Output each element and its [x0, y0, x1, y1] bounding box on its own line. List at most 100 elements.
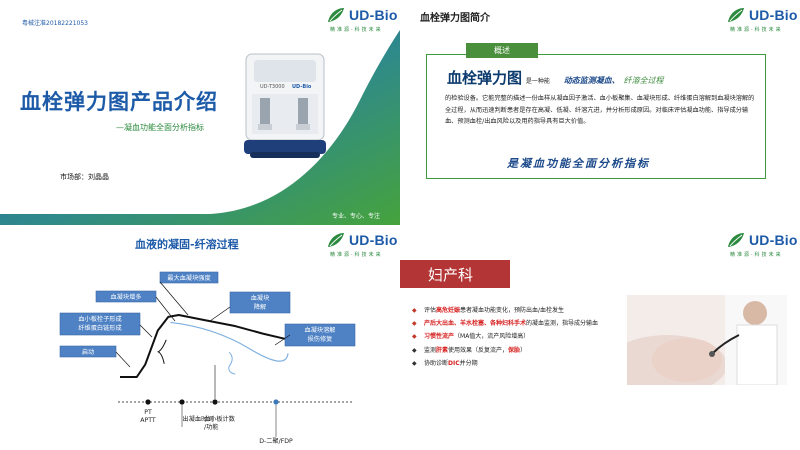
timeline-label-pt: PT — [144, 409, 152, 416]
application-item: ◆ 协助诊断DIC并分期 — [412, 357, 644, 370]
leaf-logo-icon — [728, 8, 744, 22]
connector-line — [159, 281, 189, 316]
timeline-marker-ddimer — [273, 399, 279, 405]
overview-body-text: 的检验设备。它能完整的描述一份血样从凝血因子激活、血小板聚集、血凝块形成、纤维蛋… — [445, 95, 755, 125]
connector-line — [115, 351, 131, 368]
application-item: ◆ 评估高危妊娠患者凝血功能变化，预防出血/血栓发生 — [412, 304, 644, 317]
application-item-text: 患者凝血功能变化，预防出血/血栓发生 — [460, 307, 565, 314]
process-box-max — [159, 271, 219, 284]
slide-title: 血栓弹力图简介 — [420, 13, 490, 24]
slide-tec-overview: 血栓弹力图简介 UD-Bio 精准源·科技未来 血栓弹力图 是一种能 动态监测凝… — [400, 0, 800, 225]
overview-heading-emphasis2: 纤溶全过程 — [623, 76, 664, 85]
application-item-text: DIC — [448, 359, 460, 367]
application-item: ◆产后大出血、羊水栓塞、各种妇科手术的凝血监测，指导成分输血 — [412, 317, 644, 330]
application-item-text: 评估 — [424, 307, 437, 314]
logo-text: UD-Bio — [349, 7, 398, 23]
logo-subtext: 精准源·科技未来 — [730, 252, 783, 258]
logo-subtext: 精准源·科技未来 — [730, 27, 783, 33]
section-banner-label: 妇产科 — [428, 266, 474, 284]
connector-line — [139, 324, 153, 338]
connector-line — [155, 296, 176, 322]
process-box-fib — [59, 312, 141, 336]
slide-coagulation-process: 血液的凝固-纤溶过程 UD-Bio 精准源·科技未来 最大血凝块强度血凝块增多血… — [0, 225, 400, 450]
application-item-text: 高危妊娠 — [436, 307, 461, 314]
overview-heading: 血栓弹力图 是一种能 动态监测凝血、 纤溶全过程 — [447, 67, 664, 88]
timeline-label-bleed: 出凝血时间 — [183, 415, 214, 423]
leaf-logo-icon — [728, 233, 744, 247]
leaf-logo-icon — [328, 8, 344, 22]
bullet-diamond-icon: ◆ — [412, 346, 417, 354]
leaf-logo-icon — [328, 233, 344, 247]
bullet-diamond-icon: ◆ — [412, 307, 417, 314]
clot-formation-brace — [157, 339, 167, 364]
slide1-background — [0, 30, 400, 225]
bullet-diamond-icon: ◆ — [412, 333, 417, 341]
application-item-text: 监测 — [424, 346, 437, 354]
process-box-start — [59, 345, 117, 358]
fibrinolysis-curve-line — [170, 321, 289, 362]
registration-code: 粤械注准20182221053 — [22, 20, 88, 27]
brand-logo: UD-Bio — [726, 231, 798, 249]
process-box-label: 损伤修复 — [308, 335, 333, 343]
slide-obstetrics: UD-Bio 精准源·科技未来 妇产科 ◆ 评估高危妊娠患者凝血功能变化，预防出血… — [400, 225, 800, 450]
application-item-text: （MA值大，流产风险增高） — [454, 333, 530, 341]
page-subtitle: —凝血功能全面分析指标 — [116, 123, 204, 132]
timeline-label-plt: /功能 — [204, 423, 218, 431]
department-label: 市场部：刘晶晶 — [60, 173, 109, 181]
logo-text: UD-Bio — [349, 232, 398, 248]
brand-logo: UD-Bio — [726, 6, 798, 24]
process-box-label: 启动 — [82, 348, 94, 356]
overview-conclusion: 是凝血功能全面分析指标 — [507, 157, 650, 170]
application-item-text: ） — [520, 346, 527, 354]
connector-line — [274, 334, 291, 346]
application-item: ◆ 习惯性流产（MA值大，流产风险增高） — [412, 330, 644, 343]
slide-footer-slogan: 专业、专心、专注 — [332, 213, 381, 220]
application-item-text: 保胎 — [508, 346, 521, 354]
timeline-marker-plt — [212, 399, 218, 405]
timeline-marker-pt — [145, 399, 151, 405]
process-box-label: 血凝块溶解 — [305, 326, 336, 334]
lysis-brace — [228, 351, 236, 375]
logo-text: UD-Bio — [749, 232, 798, 248]
process-box-inc — [95, 290, 157, 303]
device-model-label: UD-T3000 — [260, 84, 285, 90]
brand-logo: UD-Bio — [326, 231, 398, 249]
process-box-label: 最大血凝块强度 — [167, 274, 210, 282]
application-item-text: 协助诊断 — [424, 359, 449, 367]
application-item: ◆监测肝素使用效果（反复流产，保胎） — [412, 344, 644, 357]
page-title: 血栓弹力图产品介绍 — [20, 90, 218, 114]
timeline-label-ddimer: D-二聚/FDP — [259, 438, 293, 445]
timeline-label-plt: 血小板计数 — [204, 415, 236, 423]
slide-title: 血液的凝固-纤溶过程 — [135, 238, 239, 251]
application-item-text: 并分期 — [459, 359, 478, 367]
process-box-label: 血凝块 — [251, 294, 270, 302]
application-item-text: 习惯性流产 — [424, 333, 455, 341]
timeline-marker-bleed — [179, 399, 185, 405]
application-item-text: 产后大出血、羊水栓塞、各种妇科手术 — [424, 320, 527, 328]
device-brand-label: UD-Bio — [292, 84, 312, 90]
analyzer-device-image: UD-T3000 UD-Bio — [244, 53, 326, 158]
logo-subtext: 精准源·科技未来 — [330, 27, 383, 33]
timeline-label-pt: APTT — [140, 417, 156, 424]
connector-line — [209, 306, 231, 322]
overview-tag: 概述 — [466, 43, 538, 58]
overview-heading-connector: 是一种能 — [525, 78, 550, 85]
doctor-patient-photo — [627, 295, 787, 385]
application-item-text: 的凝血监测，指导成分输血 — [526, 320, 599, 328]
process-box-label: 降解 — [254, 303, 266, 311]
process-box-label: 血小板栓子形成 — [78, 315, 121, 323]
application-list: ◆评估高危妊娠患者凝血功能变化，预防出血/血栓发生◆产后大出血、羊水栓塞、各种妇… — [412, 304, 644, 370]
bullet-diamond-icon: ◆ — [412, 359, 417, 367]
overview-box: 血栓弹力图 是一种能 动态监测凝血、 纤溶全过程 的检验设备。它能完整的描述一份… — [426, 54, 766, 179]
process-box-dis — [284, 323, 356, 347]
overview-heading-main: 血栓弹力图 — [447, 69, 523, 87]
application-item-text: 肝素 — [436, 346, 449, 354]
process-box-lyse — [229, 291, 291, 314]
logo-subtext: 精准源·科技未来 — [330, 252, 383, 258]
process-box-label: 纤维蛋白链形成 — [78, 324, 121, 332]
section-banner: 妇产科 — [400, 260, 510, 288]
brand-logo: UD-Bio — [326, 6, 398, 24]
slide-product-intro: 粤械注准20182221053 UD-Bio 精准源·科技未来 血栓弹力图产品介… — [0, 0, 400, 225]
process-box-label: 血凝块增多 — [111, 293, 142, 301]
